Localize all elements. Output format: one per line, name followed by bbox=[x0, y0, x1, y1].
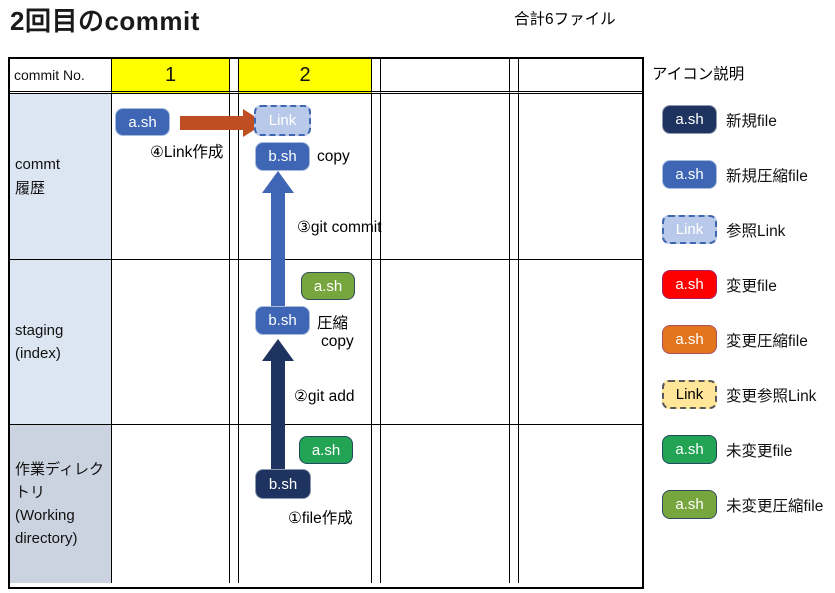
git-commit-arrow bbox=[271, 191, 285, 313]
header-commit-2: 2 bbox=[239, 59, 372, 94]
table-cell-separator bbox=[510, 94, 519, 260]
changed-file-badge-icon: a.sh bbox=[662, 270, 717, 299]
bsh-compressed-file-badge: b.sh bbox=[255, 306, 310, 335]
legend-label: 新規file bbox=[726, 112, 777, 130]
compress-label: 圧縮 bbox=[317, 315, 349, 332]
diagram-overlay: a.sh ④Link作成 Link b.sh copy ③git commit … bbox=[10, 59, 642, 587]
legend-item-changed-file: a.sh 変更file bbox=[662, 270, 834, 299]
table-cell bbox=[381, 94, 510, 260]
ash-unchanged-file-badge: a.sh bbox=[299, 436, 353, 464]
total-files-label: 合計6ファイル bbox=[514, 11, 616, 28]
unchanged-file-badge-icon: a.sh bbox=[662, 435, 717, 464]
row-label-working-directory: 作業ディレクトリ (Working directory) bbox=[10, 425, 112, 583]
legend-item-new-file: a.sh 新規file bbox=[662, 105, 834, 134]
legend-item-reference-link: Link 参照Link bbox=[662, 215, 834, 244]
ash-compressed-file-badge: a.sh bbox=[115, 108, 170, 136]
bsh-compressed-file-badge: b.sh bbox=[255, 142, 310, 171]
row-label-staging: staging (index) bbox=[10, 260, 112, 425]
step1-label: ①file作成 bbox=[288, 510, 353, 527]
legend-item-unchanged-file: a.sh 未変更file bbox=[662, 435, 834, 464]
header-commit-4 bbox=[519, 59, 642, 94]
header-separator bbox=[510, 59, 519, 94]
new-compressed-file-badge-icon: a.sh bbox=[662, 160, 717, 189]
changed-reference-link-badge-icon: Link bbox=[662, 380, 717, 409]
table-cell-separator bbox=[230, 260, 239, 425]
legend-label: 未変更file bbox=[726, 442, 793, 460]
commit-table-grid: commit No. 1 2 commt 履歴 staging (index) bbox=[10, 59, 642, 587]
step2-label: ②git add bbox=[294, 388, 355, 405]
legend-item-new-compressed-file: a.sh 新規圧縮file bbox=[662, 160, 834, 189]
row-label-commit-history: commt 履歴 bbox=[10, 94, 112, 260]
table-cell-separator bbox=[230, 94, 239, 260]
table-cell bbox=[381, 425, 510, 583]
icon-legend: アイコン説明 a.sh 新規file a.sh 新規圧縮file Link 参照… bbox=[652, 62, 834, 519]
copy-label: copy bbox=[317, 148, 350, 165]
bsh-new-file-badge: b.sh bbox=[255, 469, 311, 499]
table-cell-separator bbox=[372, 94, 381, 260]
step4-label: ④Link作成 bbox=[150, 144, 224, 161]
table-cell-separator bbox=[372, 260, 381, 425]
copy-label: copy bbox=[321, 333, 354, 350]
legend-label: 未変更圧縮file bbox=[726, 497, 824, 515]
reference-link-badge: Link bbox=[254, 105, 311, 136]
reference-link-badge-icon: Link bbox=[662, 215, 717, 244]
legend-label: 変更参照Link bbox=[726, 387, 817, 405]
header-commit-1: 1 bbox=[112, 59, 230, 94]
unchanged-compressed-file-badge-icon: a.sh bbox=[662, 490, 717, 519]
git-add-arrowhead-icon bbox=[262, 339, 294, 361]
table-cell bbox=[519, 425, 642, 583]
table-cell-separator bbox=[372, 425, 381, 583]
table-cell bbox=[112, 425, 230, 583]
table-cell bbox=[519, 260, 642, 425]
changed-compressed-file-badge-icon: a.sh bbox=[662, 325, 717, 354]
header-separator bbox=[372, 59, 381, 94]
page-title: 2回目のcommit bbox=[10, 6, 200, 36]
legend-item-changed-reference-link: Link 変更参照Link bbox=[662, 380, 834, 409]
table-cell-separator bbox=[230, 425, 239, 583]
git-commit-arrowhead-icon bbox=[262, 171, 294, 193]
legend-title: アイコン説明 bbox=[652, 66, 745, 83]
legend-label: 変更file bbox=[726, 277, 777, 295]
legend-item-unchanged-compressed-file: a.sh 未変更圧縮file bbox=[662, 490, 834, 519]
table-cell bbox=[381, 260, 510, 425]
legend-label: 参照Link bbox=[726, 222, 786, 240]
legend-label: 新規圧縮file bbox=[726, 167, 808, 185]
legend-items: a.sh 新規file a.sh 新規圧縮file Link 参照Link a.… bbox=[662, 105, 834, 519]
ash-unchanged-compressed-badge: a.sh bbox=[301, 272, 355, 300]
git-add-arrow bbox=[271, 359, 285, 477]
header-separator bbox=[230, 59, 239, 94]
table-cell-separator bbox=[510, 425, 519, 583]
table-cell bbox=[519, 94, 642, 260]
table-cell bbox=[112, 260, 230, 425]
header-commit-3 bbox=[381, 59, 510, 94]
table-cell-separator bbox=[510, 260, 519, 425]
step3-label: ③git commit bbox=[297, 219, 382, 236]
link-create-arrow bbox=[180, 116, 246, 130]
legend-item-changed-compressed-file: a.sh 変更圧縮file bbox=[662, 325, 834, 354]
legend-label: 変更圧縮file bbox=[726, 332, 808, 350]
commit-table: commit No. 1 2 commt 履歴 staging (index) bbox=[8, 57, 644, 589]
new-file-badge-icon: a.sh bbox=[662, 105, 717, 134]
header-commit-no: commit No. bbox=[10, 59, 112, 94]
